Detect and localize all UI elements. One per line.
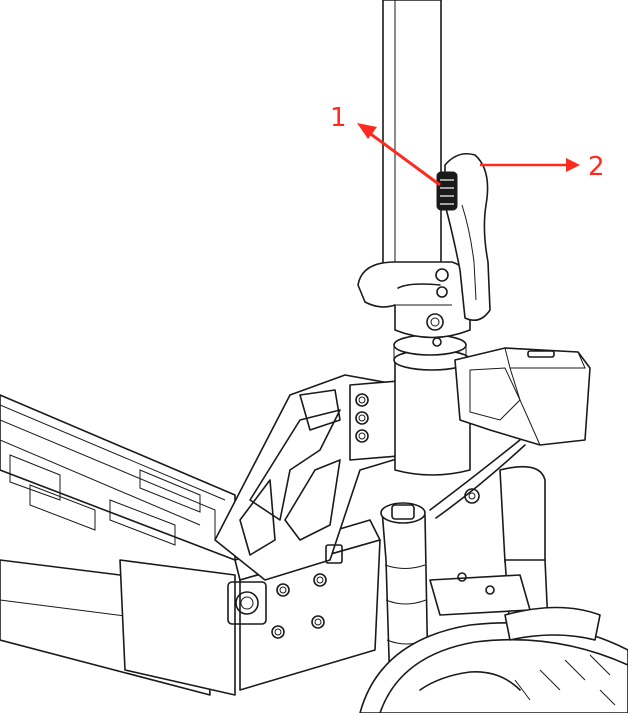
callout-2-label: 2: [588, 152, 605, 182]
callout-2-arrow: [480, 158, 580, 172]
front-wheel: [359, 606, 628, 713]
latch-knob: [436, 171, 458, 211]
callout-1-arrow: [357, 123, 441, 187]
front-light: [454, 347, 591, 446]
stem-clamp-collar: [357, 261, 471, 347]
stem-tube: [382, 0, 442, 271]
callout-1-label: 1: [330, 103, 347, 133]
head-tube: [393, 334, 471, 476]
